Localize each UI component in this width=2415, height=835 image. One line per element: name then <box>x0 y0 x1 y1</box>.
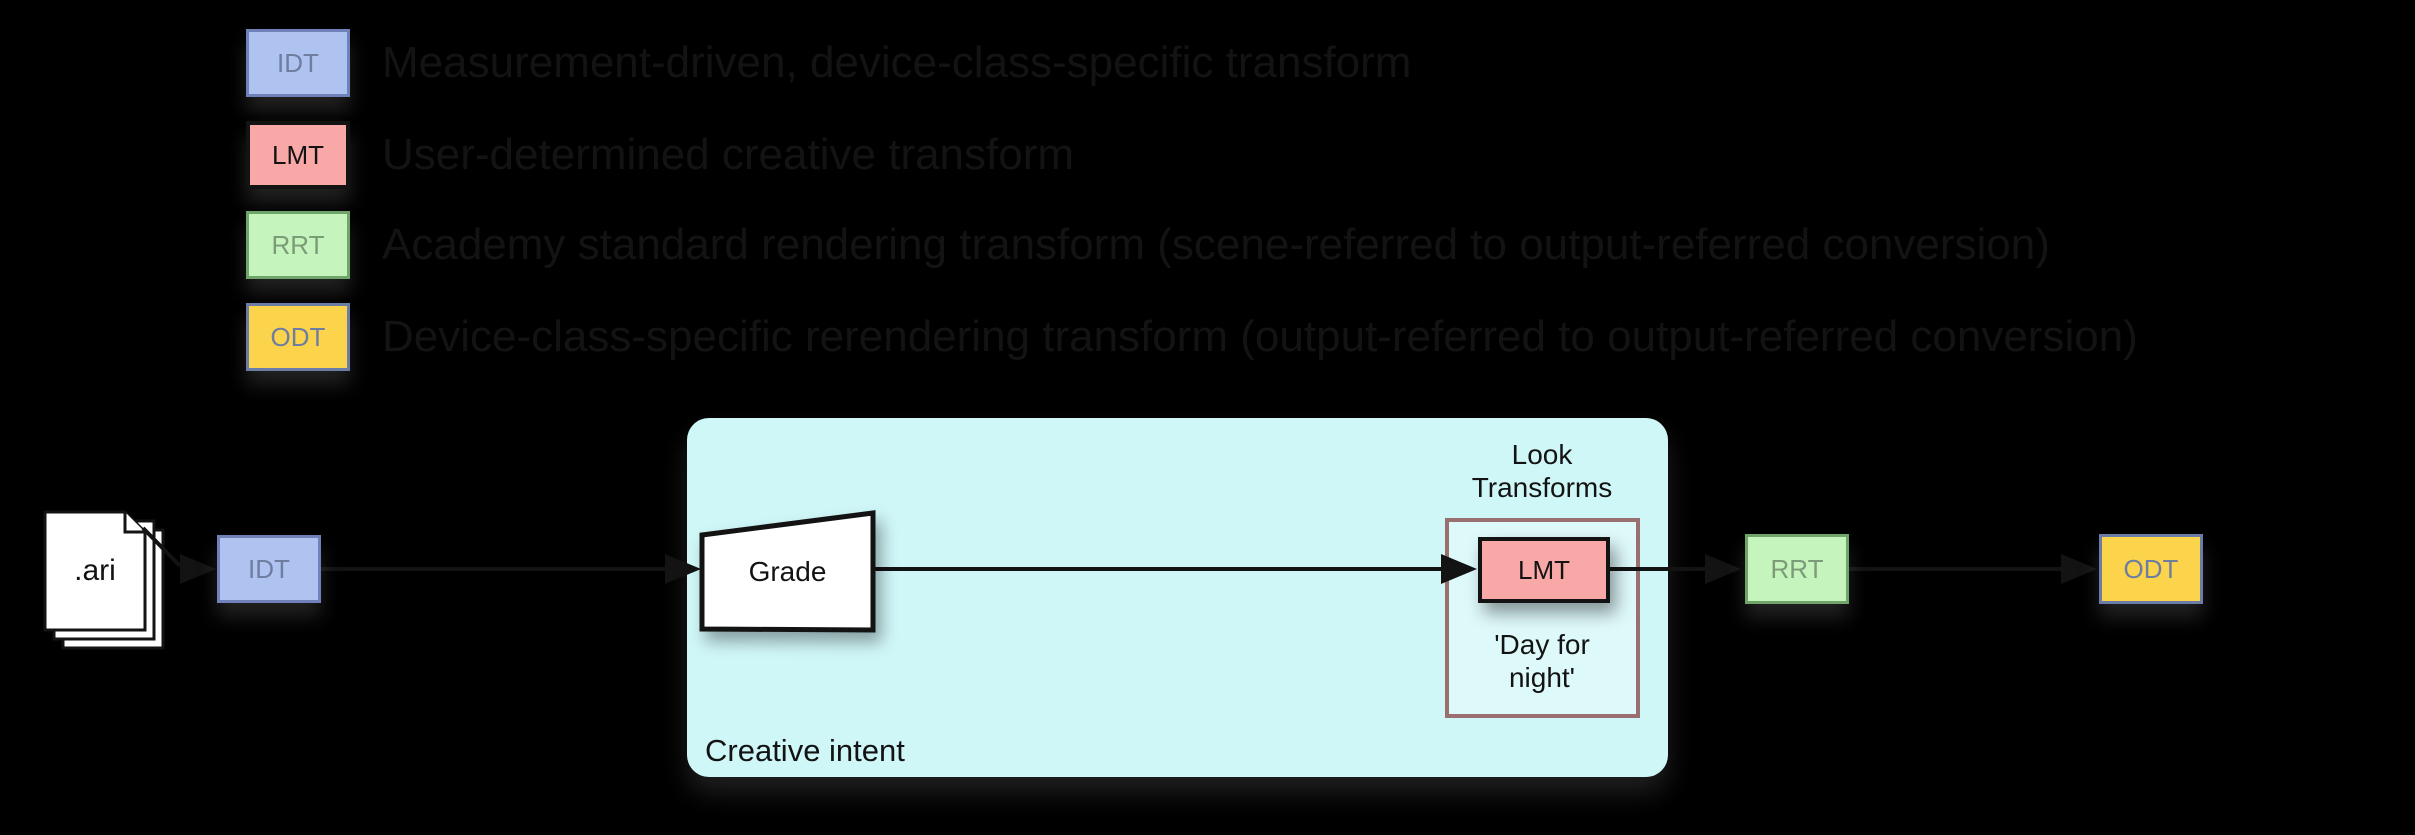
legend-swatch-idt: IDT <box>246 29 350 97</box>
odt-box: ODT <box>2099 534 2203 604</box>
source-file-label: .ari <box>74 554 116 587</box>
rrt-box-label: RRT <box>1770 553 1824 584</box>
connector-stack-idt <box>141 526 182 568</box>
source-file-stack-icon <box>43 510 165 650</box>
lmt-box-label: LMT <box>1518 554 1570 585</box>
legend-row-rrt: RRT Academy standard rendering transform… <box>246 211 2050 279</box>
arrowhead-stack-idt <box>180 554 216 584</box>
legend-row-idt: IDT Measurement-driven, device-class-spe… <box>246 29 1411 97</box>
legend-row-odt: ODT Device-class-specific rerendering tr… <box>246 303 2138 371</box>
legend-swatch-odt-label: ODT <box>270 321 326 352</box>
legend-swatch-rrt: RRT <box>246 211 350 279</box>
legend-swatch-idt-label: IDT <box>277 47 319 78</box>
grade-label: Grade <box>748 556 827 587</box>
legend-description-odt: Device-class-specific rerendering transf… <box>382 312 2138 361</box>
legend-swatch-rrt-label: RRT <box>271 229 325 260</box>
rrt-box: RRT <box>1745 534 1849 604</box>
lmt-box: LMT <box>1478 537 1610 603</box>
grade-shape <box>699 510 876 633</box>
creative-intent-label: Creative intent <box>705 733 905 768</box>
file-page-front-icon <box>43 510 147 632</box>
arrowhead-rrt-odt <box>2061 554 2097 584</box>
arrowhead-grade-lmt <box>1441 554 1477 584</box>
legend-swatch-lmt-label: LMT <box>272 139 324 170</box>
legend-description-lmt: User-determined creative transform <box>382 130 1075 179</box>
legend-description-rrt: Academy standard rendering transform (sc… <box>382 220 2050 269</box>
legend-swatch-lmt: LMT <box>246 121 350 189</box>
file-fold-corner-icon <box>123 512 145 534</box>
legend-row-lmt: LMT User-determined creative transform <box>246 121 1074 189</box>
odt-box-label: ODT <box>2123 553 2179 584</box>
lmt-example-label: 'Day for night' <box>1494 629 1590 693</box>
idt-box: IDT <box>217 535 321 603</box>
legend-swatch-odt: ODT <box>246 303 350 371</box>
arrowhead-lmt-rrt <box>1705 554 1741 584</box>
idt-box-label: IDT <box>248 553 290 584</box>
look-transforms-label: Look Transforms <box>1471 439 1613 503</box>
legend-description-idt: Measurement-driven, device-class-specifi… <box>382 38 1412 87</box>
arrowhead-idt-grade <box>665 554 701 584</box>
